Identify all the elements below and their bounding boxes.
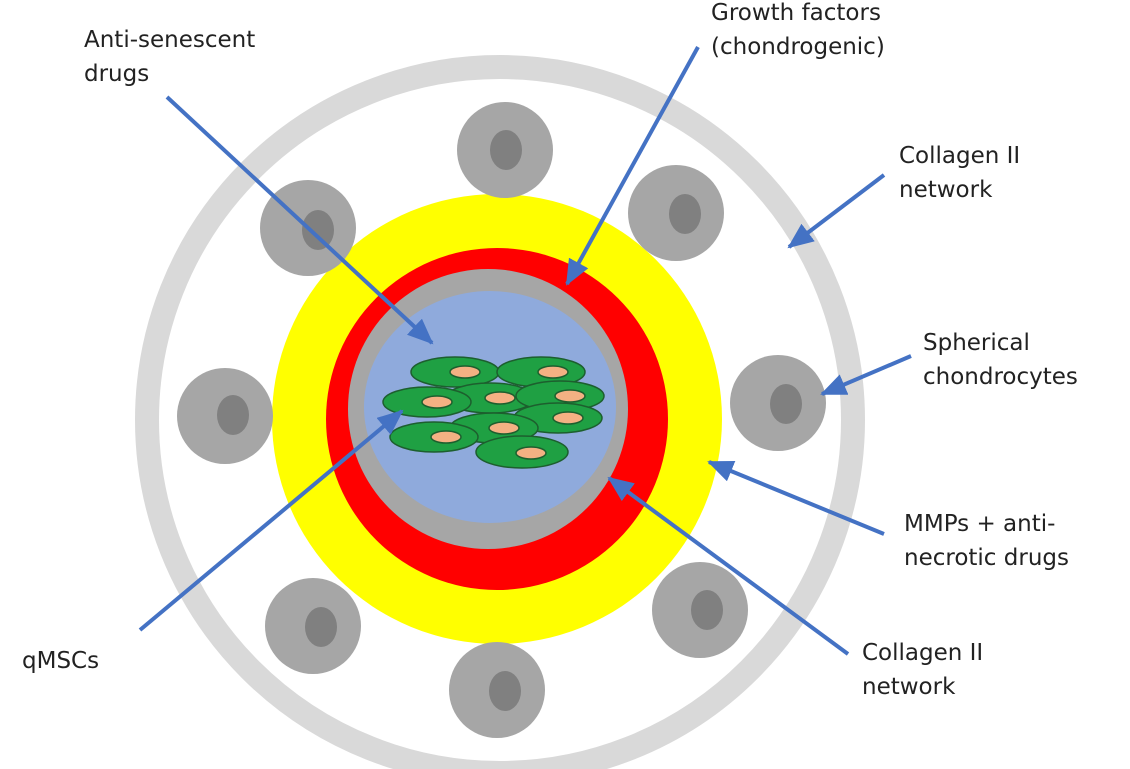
msc-cell (515, 380, 605, 412)
label-spherical-chondrocytes: Spherical chondrocytes (923, 326, 1078, 394)
arrow-collagen-inner (607, 476, 850, 656)
label-line: (chondrogenic) (711, 34, 885, 60)
msc-cell (475, 435, 569, 469)
label-growth-factors: Growth factors (chondrogenic) (711, 0, 885, 64)
label-line: MMPs + anti- (904, 511, 1056, 537)
msc-cell (389, 421, 479, 453)
qmsc-cluster (382, 356, 605, 469)
chondrocyte (265, 578, 361, 674)
label-line: drugs (84, 61, 150, 87)
label-collagen-outer: Collagen II network (899, 139, 1020, 207)
arrow-spherical (820, 354, 912, 396)
arrow-anti-senescent (165, 95, 434, 345)
label-line: Collagen II (899, 143, 1021, 169)
label-line: Growth factors (711, 0, 881, 26)
arrow-growth-factors (565, 46, 700, 286)
label-anti-senescent-drugs: Anti-senescent drugs (84, 23, 255, 91)
msc-cell (382, 386, 472, 418)
arrow-collagen-outer (787, 173, 886, 249)
label-collagen-inner: Collagen II network (862, 636, 983, 704)
label-line: qMSCs (22, 648, 100, 674)
label-qmscs: qMSCs (22, 644, 99, 678)
arrow-qmscs (138, 409, 404, 632)
chondrocyte (628, 165, 724, 261)
label-mmps: MMPs + anti- necrotic drugs (904, 507, 1069, 575)
label-line: network (862, 674, 956, 700)
label-line: Anti-senescent (84, 27, 256, 53)
label-line: network (899, 177, 993, 203)
arrow-mmps (707, 460, 885, 536)
label-line: necrotic drugs (904, 545, 1069, 571)
arrows (138, 46, 912, 656)
label-line: chondrocytes (923, 364, 1078, 390)
msc-cell (410, 356, 500, 388)
label-line: Collagen II (862, 640, 984, 666)
chondrocyte (449, 642, 545, 738)
chondrocyte (730, 355, 826, 451)
chondrocyte (652, 562, 748, 658)
chondrocyte (457, 102, 553, 198)
label-line: Spherical (923, 330, 1030, 356)
chondrocyte (177, 368, 273, 464)
